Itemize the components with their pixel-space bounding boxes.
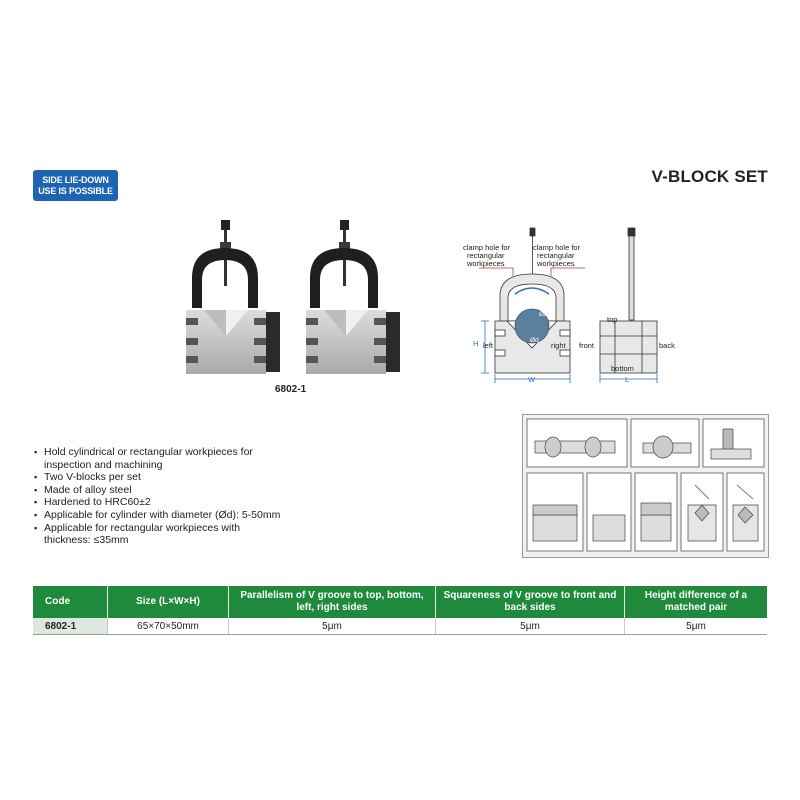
feature-item-continued: thickness: ≤35mm — [44, 534, 129, 547]
badge-line-2: USE IS POSSIBLE — [38, 185, 113, 196]
v-block-left — [186, 220, 280, 374]
feature-item-continued: inspection and machining — [44, 458, 163, 471]
clamp-hole-label-right-2: rectangular — [537, 251, 575, 260]
usage-examples-panel — [522, 414, 769, 558]
height-label: H — [473, 339, 478, 348]
side-lie-down-badge: SIDE LIE-DOWN USE IS POSSIBLE — [33, 170, 118, 201]
cell-size: 65×70×50mm — [107, 618, 229, 635]
side-view-labels: top front back bottom L — [579, 315, 675, 384]
v-block-right — [306, 220, 400, 374]
front-view — [479, 227, 585, 383]
cell-parallelism: 5μm — [228, 618, 436, 635]
dimension-diagram: clamp hole for rectangular workpieces cl… — [463, 227, 675, 384]
feature-list: Hold cylindrical or rectangular workpiec… — [34, 446, 280, 547]
front-view-labels: clamp hole for rectangular workpieces cl… — [463, 243, 581, 384]
table-row: 6802-1 65×70×50mm 5μm 5μm 5μm — [33, 618, 767, 635]
badge-line-1: SIDE LIE-DOWN — [42, 174, 109, 185]
column-header-size: Size (L×W×H) — [107, 586, 229, 618]
feature-item: Hardened to HRC60±2 — [34, 496, 280, 509]
cell-code: 6802-1 — [33, 618, 108, 635]
column-header-height-difference: Height difference of a matched pair — [624, 586, 767, 618]
left-side-label: left — [483, 341, 494, 350]
side-view — [599, 227, 658, 383]
cell-height-difference: 5μm — [624, 618, 767, 635]
column-header-code: Code — [33, 586, 108, 618]
model-number: 6802-1 — [275, 384, 307, 395]
feature-item: Hold cylindrical or rectangular workpiec… — [34, 446, 280, 459]
usage-examples-illustration — [526, 418, 765, 552]
front-label: front — [579, 341, 595, 350]
cell-squareness: 5μm — [435, 618, 625, 635]
clamp-hole-label-right-3: workpieces — [536, 259, 575, 268]
clamp-hole-label-left-3: workpieces — [466, 259, 505, 268]
feature-item: Made of alloy steel — [34, 484, 280, 497]
clamp-hole-label-right-1: clamp hole for — [533, 243, 581, 252]
page-title: V-BLOCK SET — [651, 167, 768, 186]
specification-table: Code Size (L×W×H) Parallelism of V groov… — [33, 586, 767, 635]
column-header-squareness: Squareness of V groove to front and back… — [435, 586, 625, 618]
feature-item: Applicable for cylinder with diameter (Ø… — [34, 509, 280, 522]
clamp-hole-label-left-2: rectangular — [467, 251, 505, 260]
table-header-row: Code Size (L×W×H) Parallelism of V groov… — [33, 586, 767, 618]
length-label: L — [625, 375, 629, 384]
bottom-label: bottom — [611, 364, 634, 373]
right-side-label: right — [551, 341, 567, 350]
width-label: W — [528, 375, 536, 384]
feature-item: Two V-blocks per set — [34, 471, 280, 484]
back-label: back — [659, 341, 675, 350]
clamp-hole-label-left-1: clamp hole for — [463, 243, 511, 252]
top-label: top — [607, 315, 617, 324]
diameter-label-1: Ød — [539, 311, 548, 318]
diameter-label-2: Ød — [530, 337, 539, 344]
feature-item: Applicable for rectangular workpieces wi… — [34, 522, 280, 535]
column-header-parallelism: Parallelism of V groove to top, bottom, … — [228, 586, 436, 618]
product-photo — [186, 220, 400, 374]
